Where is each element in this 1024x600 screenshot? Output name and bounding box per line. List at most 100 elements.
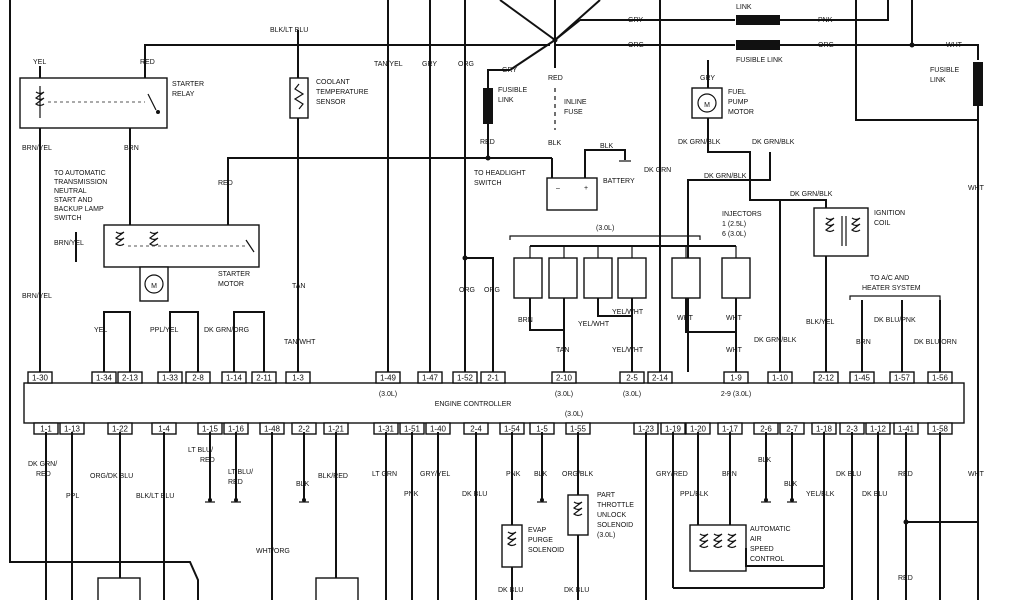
top-pin-label: 1-56	[932, 374, 949, 383]
svg-text:(3.0L): (3.0L)	[597, 532, 615, 539]
wire-label-org-3: ORG	[484, 287, 500, 294]
top-pin-label: 1-14	[226, 374, 243, 383]
svg-text:BLK: BLK	[784, 481, 798, 488]
wire-label-brn-yel-1: BRN/YEL	[22, 145, 52, 152]
battery-minus: –	[556, 185, 560, 192]
bottom-pin-label: 2-7	[786, 425, 798, 434]
injector-2	[548, 257, 578, 299]
wire-label-wht-inj2: WHT	[726, 315, 743, 322]
bottom-pin-label: 1-51	[404, 425, 421, 434]
svg-text:AIR: AIR	[750, 536, 762, 543]
top-pin-label: 1-57	[894, 374, 911, 383]
wire-label-gry-pump: GRY	[700, 75, 715, 82]
top-pin-note: (3.0L)	[379, 391, 397, 398]
svg-text:PUMP: PUMP	[728, 99, 749, 106]
wire-label-dk-grn-blk-3: DK GRN/BLK	[704, 173, 747, 180]
svg-text:COIL: COIL	[874, 220, 890, 227]
headlight-switch-label: TO HEADLIGHT SWITCH	[474, 170, 526, 187]
bottom-pin-label: 1-48	[264, 425, 281, 434]
svg-text:DK GRN/: DK GRN/	[28, 461, 57, 468]
svg-text:PNK: PNK	[404, 491, 419, 498]
svg-text:UNLOCK: UNLOCK	[597, 512, 627, 519]
svg-text:WHT/ORG: WHT/ORG	[256, 548, 290, 555]
svg-text:SOLENOID: SOLENOID	[597, 522, 633, 529]
svg-text:CONTROL: CONTROL	[750, 556, 784, 563]
svg-text:MOTOR: MOTOR	[728, 109, 754, 116]
top-pin-label: 2-13	[122, 374, 139, 383]
top-pin-label: 1-3	[292, 374, 304, 383]
svg-text:PURGE: PURGE	[528, 537, 553, 544]
starter-solenoid	[103, 224, 260, 268]
svg-text:FUSIBLE: FUSIBLE	[930, 67, 960, 74]
svg-text:ORG/BLK: ORG/BLK	[562, 471, 593, 478]
controller-title: ENGINE CONTROLLER	[435, 401, 512, 408]
fusible-link-2	[736, 40, 780, 50]
starter-relay-label-2: RELAY	[172, 91, 195, 98]
svg-text:PPL: PPL	[66, 493, 79, 500]
coolant-sensor-label: COOLANT TEMPERATURE SENSOR	[316, 79, 369, 106]
top-pin-label: 1-52	[457, 374, 474, 383]
wire-label-tan: TAN	[292, 283, 305, 290]
injector-5	[671, 257, 701, 299]
svg-text:RED: RED	[200, 457, 215, 464]
top-pin-label: 2-14	[652, 374, 669, 383]
svg-text:PPL/BLK: PPL/BLK	[680, 491, 709, 498]
svg-text:AUTOMATIC: AUTOMATIC	[750, 526, 791, 533]
top-pin-label: 1-9	[730, 374, 742, 383]
motor-icon	[144, 274, 164, 294]
wire-label-blk-lt-blu: BLK/LT BLU	[270, 27, 308, 34]
injectors-variant: (3.0L)	[596, 225, 614, 232]
bottom-pin-label: 1-31	[378, 425, 395, 434]
fusible-link-right	[973, 62, 983, 106]
svg-text:SENSOR: SENSOR	[316, 99, 346, 106]
svg-text:COOLANT: COOLANT	[316, 79, 351, 86]
top-pin-label: 1-34	[96, 374, 113, 383]
wire-label-yel-pin: YEL	[94, 327, 107, 334]
svg-text:LINK: LINK	[930, 77, 946, 84]
wire-label-blk-fuse: BLK	[548, 140, 562, 147]
starter-relay-label: STARTER	[172, 81, 204, 88]
injector-row	[513, 257, 751, 299]
svg-text:BLK: BLK	[758, 457, 772, 464]
svg-text:IGNITION: IGNITION	[874, 210, 905, 217]
wire-label-brn-yel-2: BRN/YEL	[22, 293, 52, 300]
wire-label-wht-right: WHT	[968, 185, 985, 192]
wire-label-tan-wht: TAN/WHT	[284, 339, 316, 346]
fusible-link-label-1: LINK	[736, 4, 752, 11]
coil-icon	[824, 217, 835, 233]
svg-text:RED: RED	[898, 575, 913, 582]
svg-text:START AND: START AND	[54, 197, 93, 204]
svg-text:DK BLU: DK BLU	[462, 491, 487, 498]
svg-text:NEUTRAL: NEUTRAL	[54, 188, 87, 195]
injector-3	[583, 257, 613, 299]
ptu-label: PART THROTTLE UNLOCK SOLENOID (3.0L)	[597, 492, 634, 539]
top-pin-label: 1-49	[380, 374, 397, 383]
neutral-switch-note: TO AUTOMATIC TRANSMISSION NEUTRAL START …	[54, 170, 107, 222]
svg-text:LT GRN: LT GRN	[372, 471, 397, 478]
wire-label-gry: GRY	[422, 61, 437, 68]
bottom-pin-label: 2-3	[846, 425, 858, 434]
wire-label-yel: YEL	[33, 59, 46, 66]
fusible-link-center-label: FUSIBLE LINK	[498, 87, 528, 104]
svg-text:BACKUP LAMP: BACKUP LAMP	[54, 206, 104, 213]
svg-text:LT BLU/: LT BLU/	[188, 447, 213, 454]
fuel-pump-label: FUEL PUMP MOTOR	[728, 89, 754, 116]
wire-label-dk-blu-evap: DK BLU	[498, 587, 523, 594]
bottom-wire-labels: DK GRN/RED PPL ORG/DK BLU BLK/LT BLU LT …	[28, 447, 913, 582]
bottom-pin-label: 1-22	[112, 425, 129, 434]
bottom-pin-label: 1-1	[40, 425, 52, 434]
wire-label-gry-2: GRY	[502, 67, 517, 74]
top-pin-label: 2-8	[192, 374, 204, 383]
top-pin-label: 1-47	[422, 374, 439, 383]
fusible-link-1	[736, 15, 780, 25]
motor-icon-m: M	[151, 283, 157, 290]
bottom-pin-label: 1-13	[64, 425, 81, 434]
top-pin-label: 2-12	[818, 374, 835, 383]
top-pin-label: 2-10	[556, 374, 573, 383]
top-pin-label: 1-33	[162, 374, 179, 383]
svg-text:FUSIBLE: FUSIBLE	[498, 87, 528, 94]
bottom-pin-label: 2-4	[470, 425, 482, 434]
battery-label: BATTERY	[603, 178, 635, 185]
